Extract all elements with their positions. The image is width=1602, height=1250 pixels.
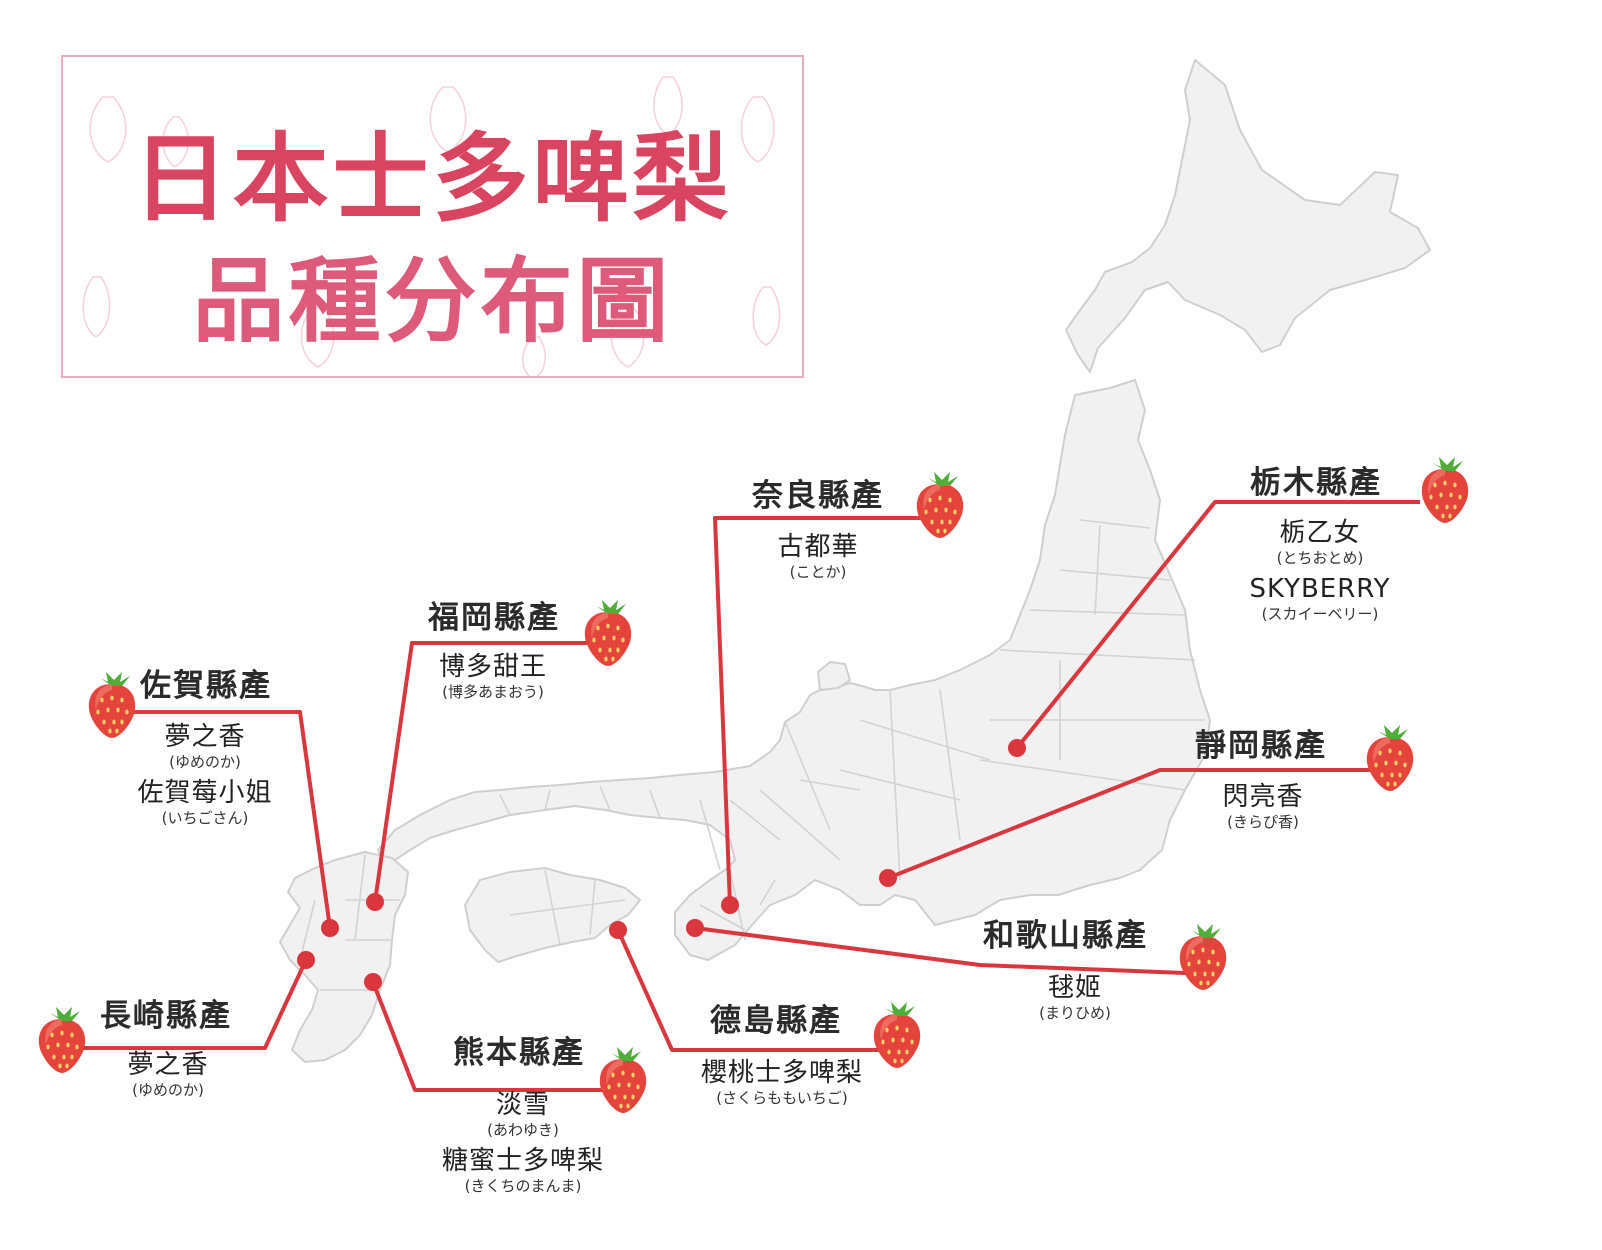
connector-line-tochigi bbox=[1015, 500, 1420, 750]
strawberry-icon-saga bbox=[88, 672, 136, 738]
location-marker-nara bbox=[721, 896, 739, 914]
prefecture-label-shizuoka: 靜岡縣產 bbox=[1195, 728, 1327, 764]
variety-list-kumamoto: 淡雪 (あわゆき) 糖蜜士多啤梨 (きくちのまんま) bbox=[442, 1090, 604, 1202]
connector-line-nagasaki bbox=[62, 959, 308, 1050]
prefecture-label-kumamoto: 熊本縣產 bbox=[453, 1035, 585, 1071]
prefecture-label-nara: 奈良縣產 bbox=[752, 478, 884, 514]
variety-list-tochigi: 栃乙女 (とちおとめ) SKYBERRY (スカイーベリー) bbox=[1249, 518, 1390, 630]
title-frame: 日本士多啤梨 品種分布圖 bbox=[61, 55, 804, 378]
strawberry-icon-shizuoka bbox=[1366, 725, 1414, 791]
strawberry-pattern bbox=[82, 76, 781, 376]
prefecture-label-tochigi: 栃木縣產 bbox=[1250, 465, 1382, 501]
map-subtitle: 品種分布圖 bbox=[192, 248, 673, 355]
shikoku-region bbox=[464, 867, 641, 963]
variety-list-tokushima: 櫻桃士多啤梨 (さくらももいちご) bbox=[701, 1058, 863, 1114]
strawberry-icon-fukuoka bbox=[584, 600, 632, 666]
location-marker-shizuoka bbox=[879, 869, 897, 887]
location-marker-tokushima bbox=[609, 921, 627, 939]
strawberry-icon-nara bbox=[916, 472, 964, 538]
variety-name: 博多甜王 bbox=[438, 652, 548, 682]
honshu-region bbox=[377, 379, 1211, 961]
variety-name: 夢之香 bbox=[164, 722, 246, 752]
variety-name: 淡雪 bbox=[495, 1090, 551, 1120]
location-marker-kumamoto bbox=[364, 973, 382, 991]
variety-name: 毬姬 bbox=[1047, 973, 1102, 1003]
variety-reading: (まりひめ) bbox=[1039, 1004, 1111, 1022]
variety-name: 古都華 bbox=[777, 532, 859, 562]
connector-line-wakayama bbox=[694, 926, 1186, 975]
strawberry-icon-tokushima bbox=[873, 1002, 921, 1068]
location-marker-saga bbox=[321, 919, 339, 937]
variety-reading: (あわゆき) bbox=[487, 1121, 559, 1139]
variety-name: 佐賀莓小姐 bbox=[137, 778, 273, 808]
connector-line-shizuoka bbox=[887, 768, 1380, 880]
variety-list-nara: 古都華 (ことか) bbox=[777, 532, 858, 588]
variety-reading: (さくらももいちご) bbox=[716, 1089, 848, 1107]
variety-list-shizuoka: 閃亮香 (きらぴ香) bbox=[1222, 782, 1303, 838]
connector-line-nara bbox=[713, 516, 930, 906]
variety-reading: (いちごさん) bbox=[161, 809, 249, 827]
variety-list-wakayama: 毬姬 (まりひめ) bbox=[1039, 973, 1111, 1029]
variety-list-nagasaki: 夢之香 (ゆめのか) bbox=[127, 1050, 208, 1106]
connector-line-tokushima bbox=[616, 929, 880, 1052]
map-title: 日本士多啤梨 bbox=[132, 123, 733, 235]
variety-reading: (ことか) bbox=[789, 563, 847, 581]
strawberry-icon-tochigi bbox=[1421, 457, 1469, 523]
variety-reading: (ゆめのか) bbox=[132, 1081, 204, 1099]
variety-name: 夢之香 bbox=[127, 1050, 209, 1080]
variety-reading: (ゆめのか) bbox=[169, 753, 241, 771]
strawberry-icon-kumamoto bbox=[599, 1047, 647, 1113]
strawberry-icon-wakayama bbox=[1179, 924, 1227, 990]
connector-line-kumamoto bbox=[371, 981, 604, 1092]
variety-list-saga: 夢之香 (ゆめのか) 佐賀莓小姐 (いちごさん) bbox=[137, 722, 272, 834]
variety-reading: (きらぴ香) bbox=[1227, 813, 1299, 831]
connector-line-fukuoka bbox=[373, 641, 588, 903]
location-marker-nagasaki bbox=[297, 951, 315, 969]
strawberry-icon-nagasaki bbox=[38, 1007, 86, 1073]
variety-list-fukuoka: 博多甜王 (博多あまおう) bbox=[439, 652, 547, 708]
connector-line-saga bbox=[112, 710, 332, 929]
prefecture-label-tokushima: 德島縣產 bbox=[710, 1003, 842, 1039]
variety-reading: (スカイーベリー) bbox=[1261, 605, 1379, 623]
hokkaido-region bbox=[1065, 59, 1431, 373]
variety-name: 糖蜜士多啤梨 bbox=[441, 1146, 605, 1176]
variety-reading: (とちおとめ) bbox=[1276, 549, 1364, 567]
location-marker-fukuoka bbox=[366, 893, 384, 911]
prefecture-label-wakayama: 和歌山縣產 bbox=[983, 918, 1148, 954]
prefecture-label-fukuoka: 福岡縣產 bbox=[428, 600, 560, 636]
variety-reading: (きくちのまんま) bbox=[464, 1177, 582, 1195]
variety-name: SKYBERRY bbox=[1249, 574, 1391, 604]
variety-reading: (博多あまおう) bbox=[442, 683, 544, 701]
variety-name: 栃乙女 bbox=[1279, 518, 1361, 548]
prefecture-label-saga: 佐賀縣產 bbox=[140, 668, 272, 704]
variety-name: 閃亮香 bbox=[1222, 782, 1304, 812]
prefecture-label-nagasaki: 長崎縣產 bbox=[100, 998, 232, 1034]
location-marker-wakayama bbox=[686, 919, 704, 937]
variety-name: 櫻桃士多啤梨 bbox=[700, 1058, 864, 1088]
connector-lines bbox=[62, 500, 1420, 1092]
location-marker-tochigi bbox=[1008, 739, 1026, 757]
